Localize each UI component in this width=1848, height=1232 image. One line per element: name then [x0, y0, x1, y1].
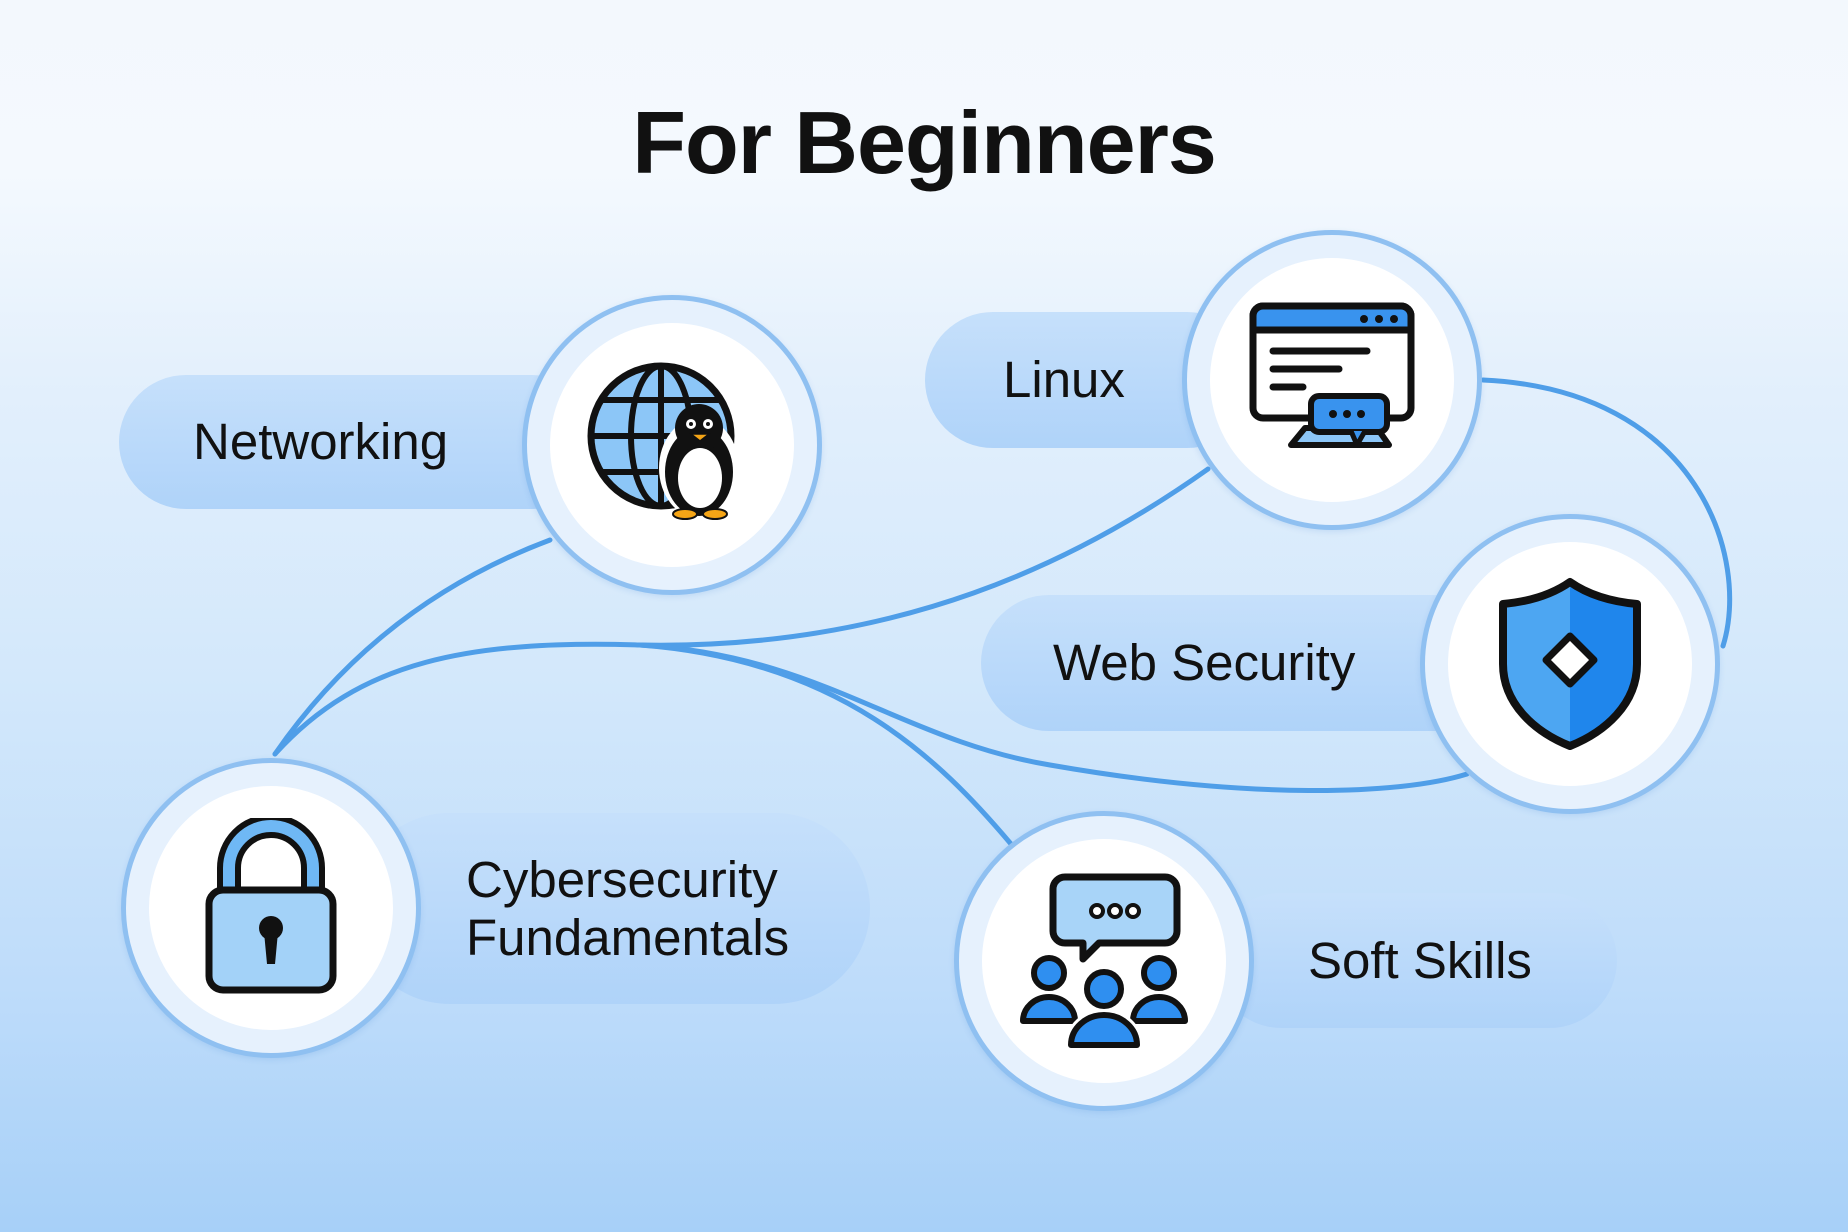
connector-cyber-softskills — [637, 642, 1014, 847]
browser-window-chat-icon — [1249, 302, 1415, 448]
shield-icon — [1499, 578, 1641, 750]
connector-cyber-networking — [272, 537, 553, 757]
label-cybersecurity-line1: Cybersecurity — [466, 851, 778, 909]
pill-soft-skills[interactable]: Soft Skills — [1214, 893, 1617, 1028]
node-soft-skills[interactable] — [954, 811, 1254, 1111]
label-soft-skills: Soft Skills — [1308, 931, 1532, 989]
node-linux[interactable] — [1182, 230, 1482, 530]
label-cybersecurity-line2: Fundamentals — [466, 908, 790, 966]
page-title: For Beginners — [632, 93, 1217, 192]
node-cybersecurity-fundamentals[interactable] — [121, 758, 421, 1058]
team-chat-icon — [1020, 873, 1188, 1051]
node-web-security[interactable] — [1420, 514, 1720, 814]
padlock-icon — [205, 818, 337, 994]
globe-penguin-icon — [587, 362, 739, 520]
label-networking: Networking — [193, 413, 449, 471]
pill-web-security[interactable]: Web Security — [981, 595, 1501, 731]
pill-networking[interactable]: Networking — [119, 375, 599, 509]
label-linux: Linux — [1003, 351, 1125, 409]
node-networking[interactable] — [522, 295, 822, 595]
label-web-security: Web Security — [1053, 634, 1356, 692]
pill-cybersecurity-fundamentals[interactable]: Cybersecurity Fundamentals — [354, 813, 870, 1004]
connector-linux-websecurity — [1480, 377, 1733, 649]
